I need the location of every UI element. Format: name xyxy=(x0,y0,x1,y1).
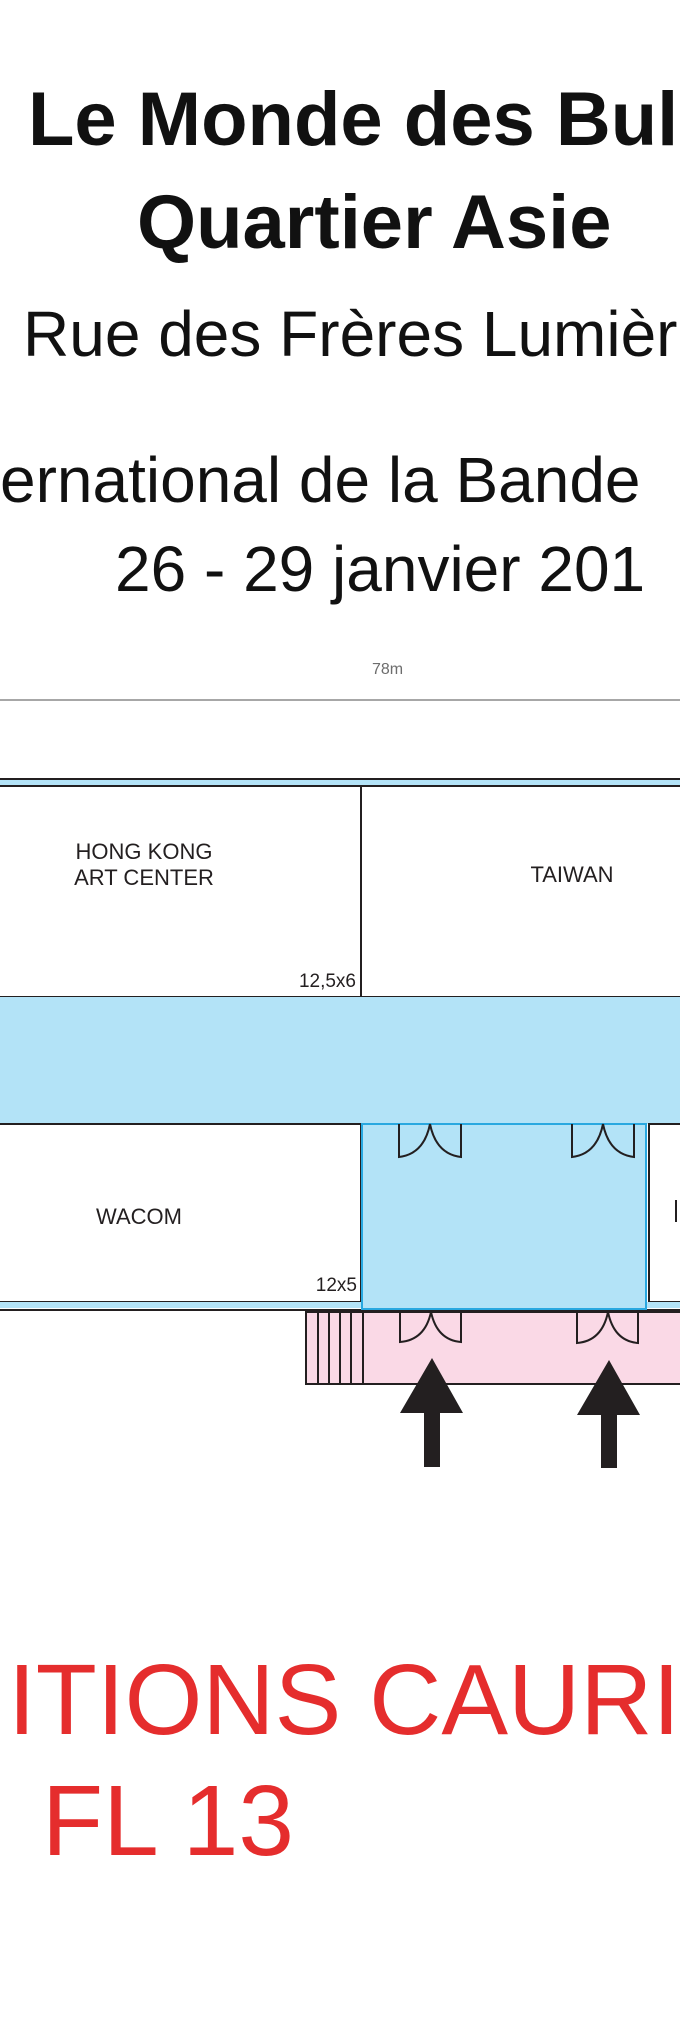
booth-name-line-1: HONG KONG xyxy=(75,839,213,865)
booth-taiwan xyxy=(360,785,680,998)
booth-wacom xyxy=(0,1123,362,1303)
stand-number: FL 13 xyxy=(42,1765,295,1877)
booth-name-hong-kong: HONG KONG ART CENTER xyxy=(74,839,214,891)
main-corridor xyxy=(0,997,680,1124)
arrow-up-icon xyxy=(577,1360,640,1468)
door-icon xyxy=(571,1123,635,1159)
booth-right xyxy=(648,1123,680,1303)
door-icon xyxy=(576,1311,639,1345)
title-line-2: Quartier Asie xyxy=(137,180,612,265)
entrance-hall xyxy=(361,1123,647,1310)
arrow-up-icon xyxy=(400,1358,463,1467)
door-icon xyxy=(399,1311,462,1344)
booth-size-hong-kong: 12,5x6 xyxy=(298,971,356,992)
booth-name-taiwan: TAIWAN xyxy=(530,862,614,888)
festival-name: ernational de la Bande xyxy=(0,444,641,516)
festival-dates: 26 - 29 janvier 201 xyxy=(115,533,646,605)
address: Rue des Frères Lumièr xyxy=(23,298,678,370)
door-icon xyxy=(398,1123,462,1159)
publisher-name: ITIONS CAURI xyxy=(8,1644,680,1756)
entrance-strip xyxy=(305,1311,680,1385)
booth-name-wacom: WACOM xyxy=(96,1204,182,1230)
booth-name-line-2: ART CENTER xyxy=(74,865,214,890)
top-corridor-band xyxy=(0,778,680,787)
booth-hong-kong xyxy=(0,785,362,998)
width-dimension-label: 78m xyxy=(372,661,404,678)
booth-size-wacom: 12x5 xyxy=(315,1275,357,1296)
bottom-corridor-band xyxy=(0,1302,680,1308)
stairs-icon xyxy=(317,1312,364,1384)
title-line-1: Le Monde des Bull xyxy=(28,77,680,162)
